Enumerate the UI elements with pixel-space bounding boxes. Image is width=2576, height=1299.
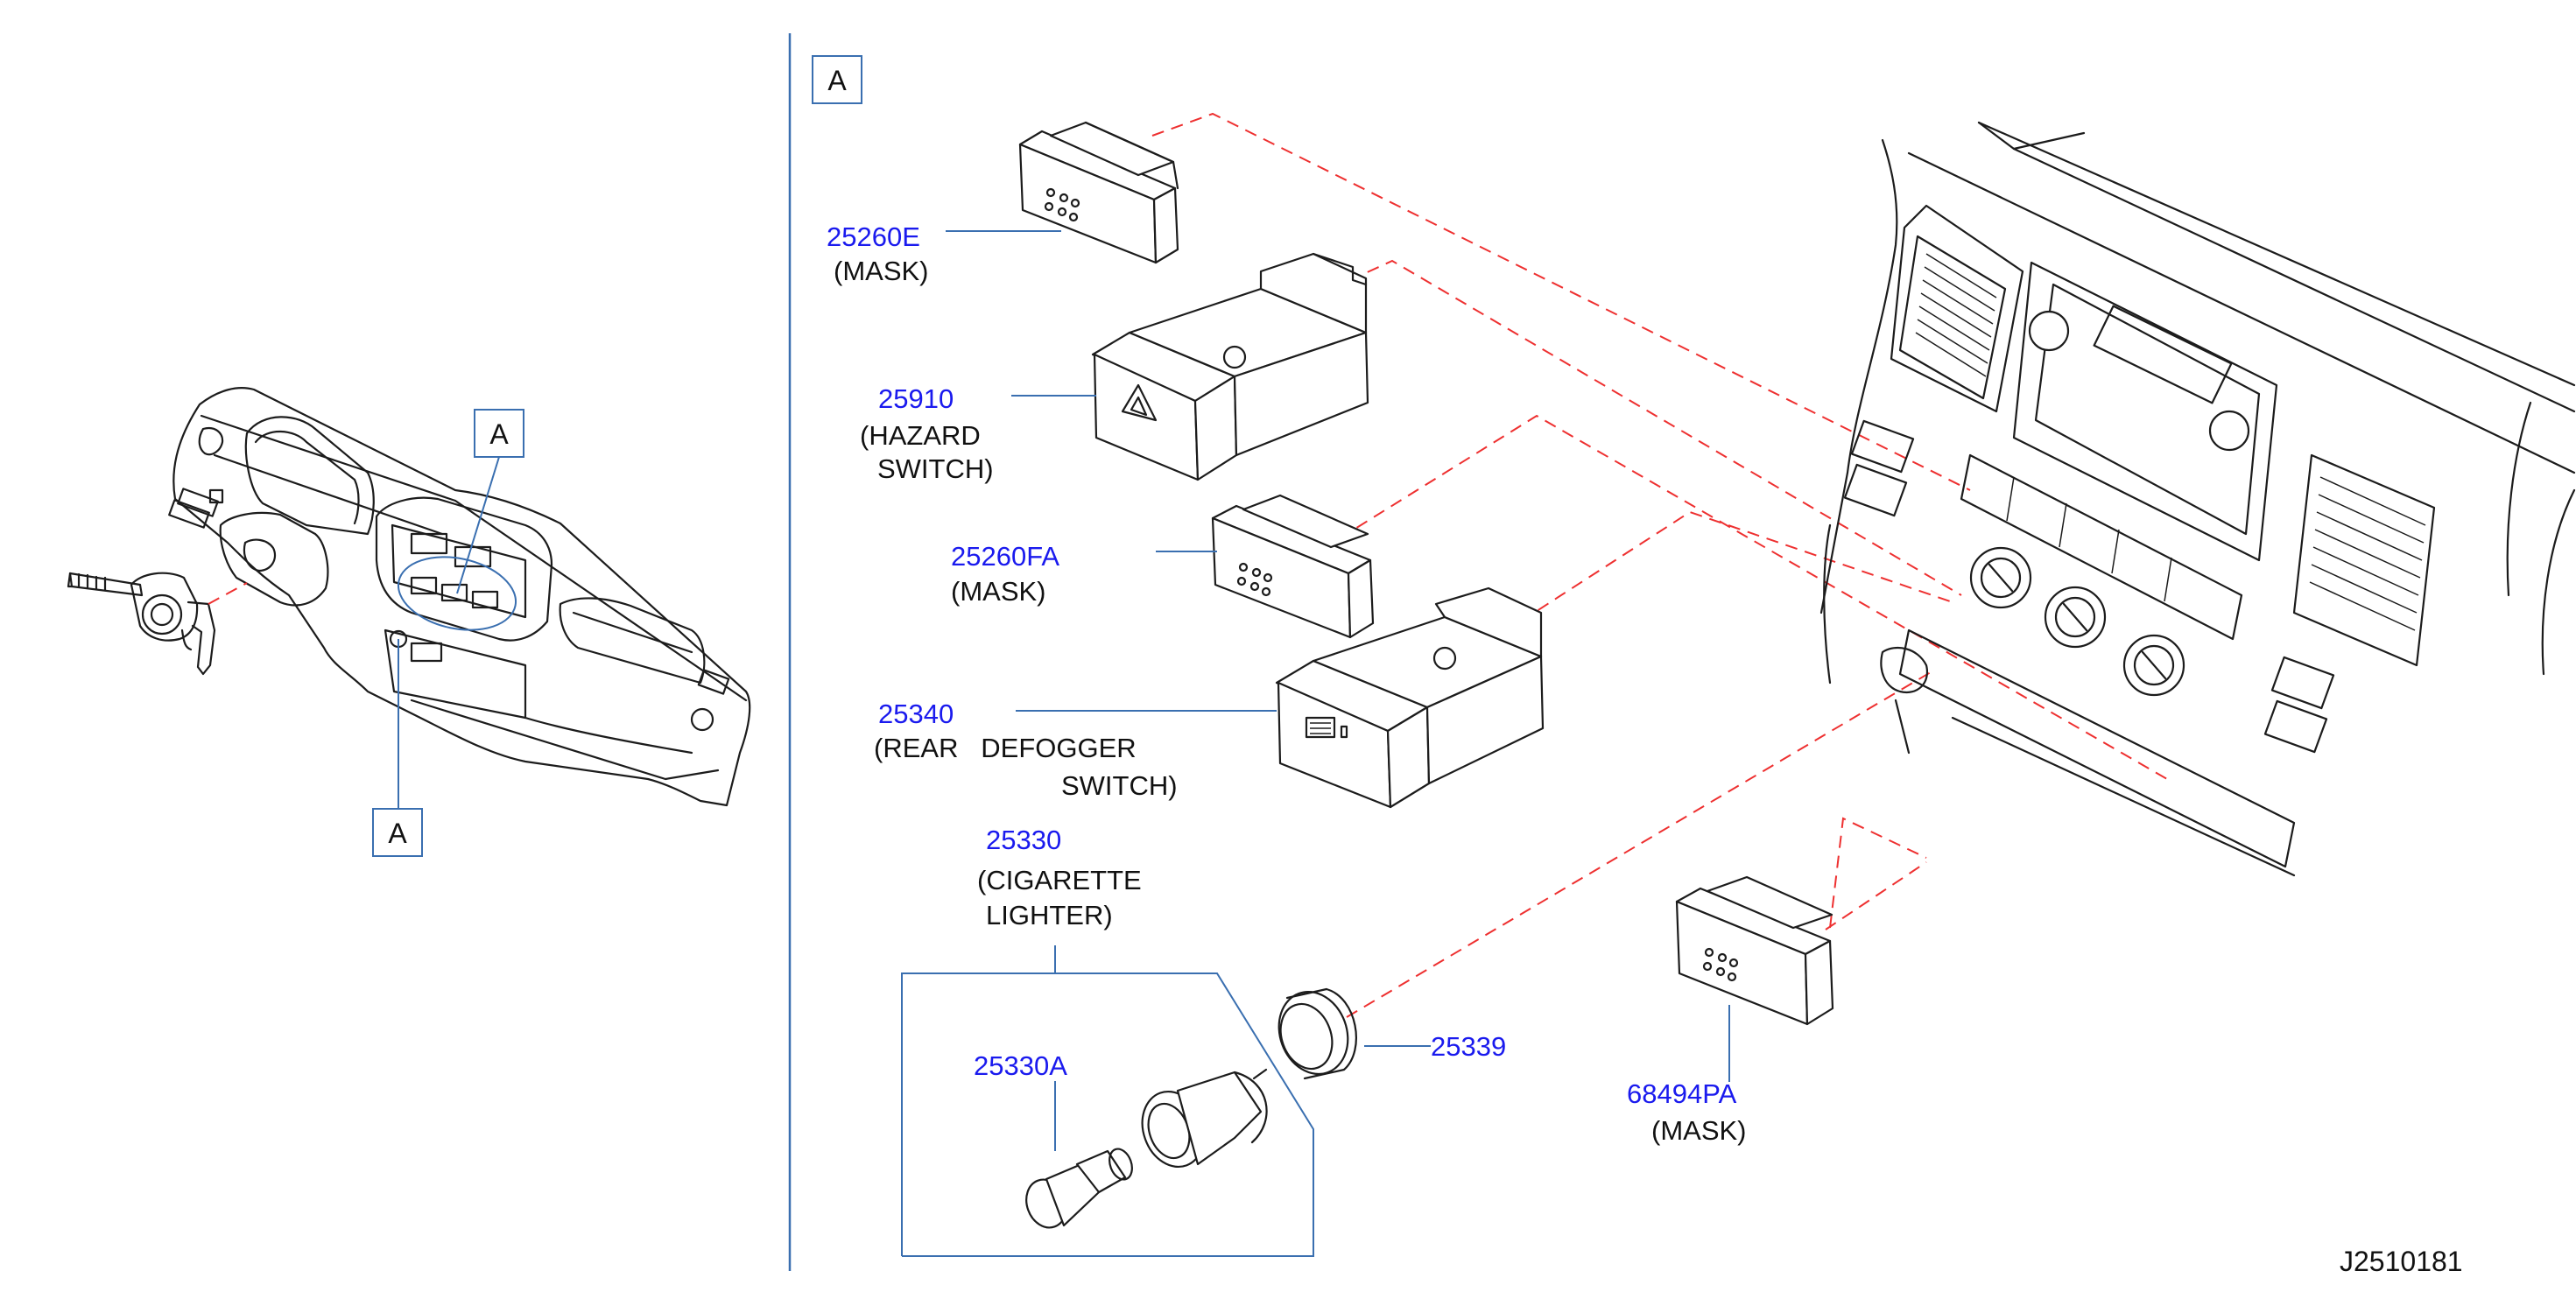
part-25910-hazard-switch [1091,252,1369,481]
part-25330-socket [1141,1068,1268,1169]
part-number-25260e: 25260E [827,221,920,252]
part-number-25910: 25910 [878,383,954,414]
part-desc-25910-line1: (HAZARD [860,420,981,451]
part-desc-25260e: (MASK) [834,256,929,286]
part-desc-25330-line1: (CIGARETTE [977,865,1142,895]
part-desc-25340-line2: SWITCH) [1061,770,1178,801]
part-25339-ring [1277,987,1357,1080]
section-mark-a-detail [812,55,862,104]
part-25260fa-mask [1211,494,1375,639]
section-mark-a-lower-label: A [388,818,407,849]
part-25260e-mask [1018,121,1179,264]
part-number-25330: 25330 [986,825,1061,855]
part-number-68494pa: 68494PA [1627,1078,1737,1109]
lighter-group-outline [901,972,1314,1257]
part-desc-25340-line1: (REAR DEFOGGER [874,733,1137,763]
section-mark-a-detail-label: A [827,65,847,96]
section-mark-a-upper-label: A [489,418,509,450]
section-mark-a-lower [372,808,423,857]
part-number-25330a: 25330A [974,1050,1067,1081]
part-number-25339: 25339 [1431,1031,1506,1062]
part-desc-68494pa: (MASK) [1651,1115,1747,1146]
diagram-code: J2510181 [2340,1246,2463,1277]
part-desc-25910-line2: SWITCH) [877,453,994,484]
dashboard-overview [67,387,751,809]
part-desc-25330-line2: LIGHTER) [986,900,1113,930]
part-number-25260fa: 25260FA [951,541,1059,572]
part-desc-25260fa: (MASK) [951,576,1046,607]
part-68494pa-mask [1675,875,1834,1026]
part-25330a-plug [1025,1148,1133,1229]
part-25340-defogger-switch [1275,586,1545,809]
section-mark-a-upper [474,409,524,458]
part-number-25340: 25340 [878,699,954,729]
center-console-detail [1819,121,2576,877]
